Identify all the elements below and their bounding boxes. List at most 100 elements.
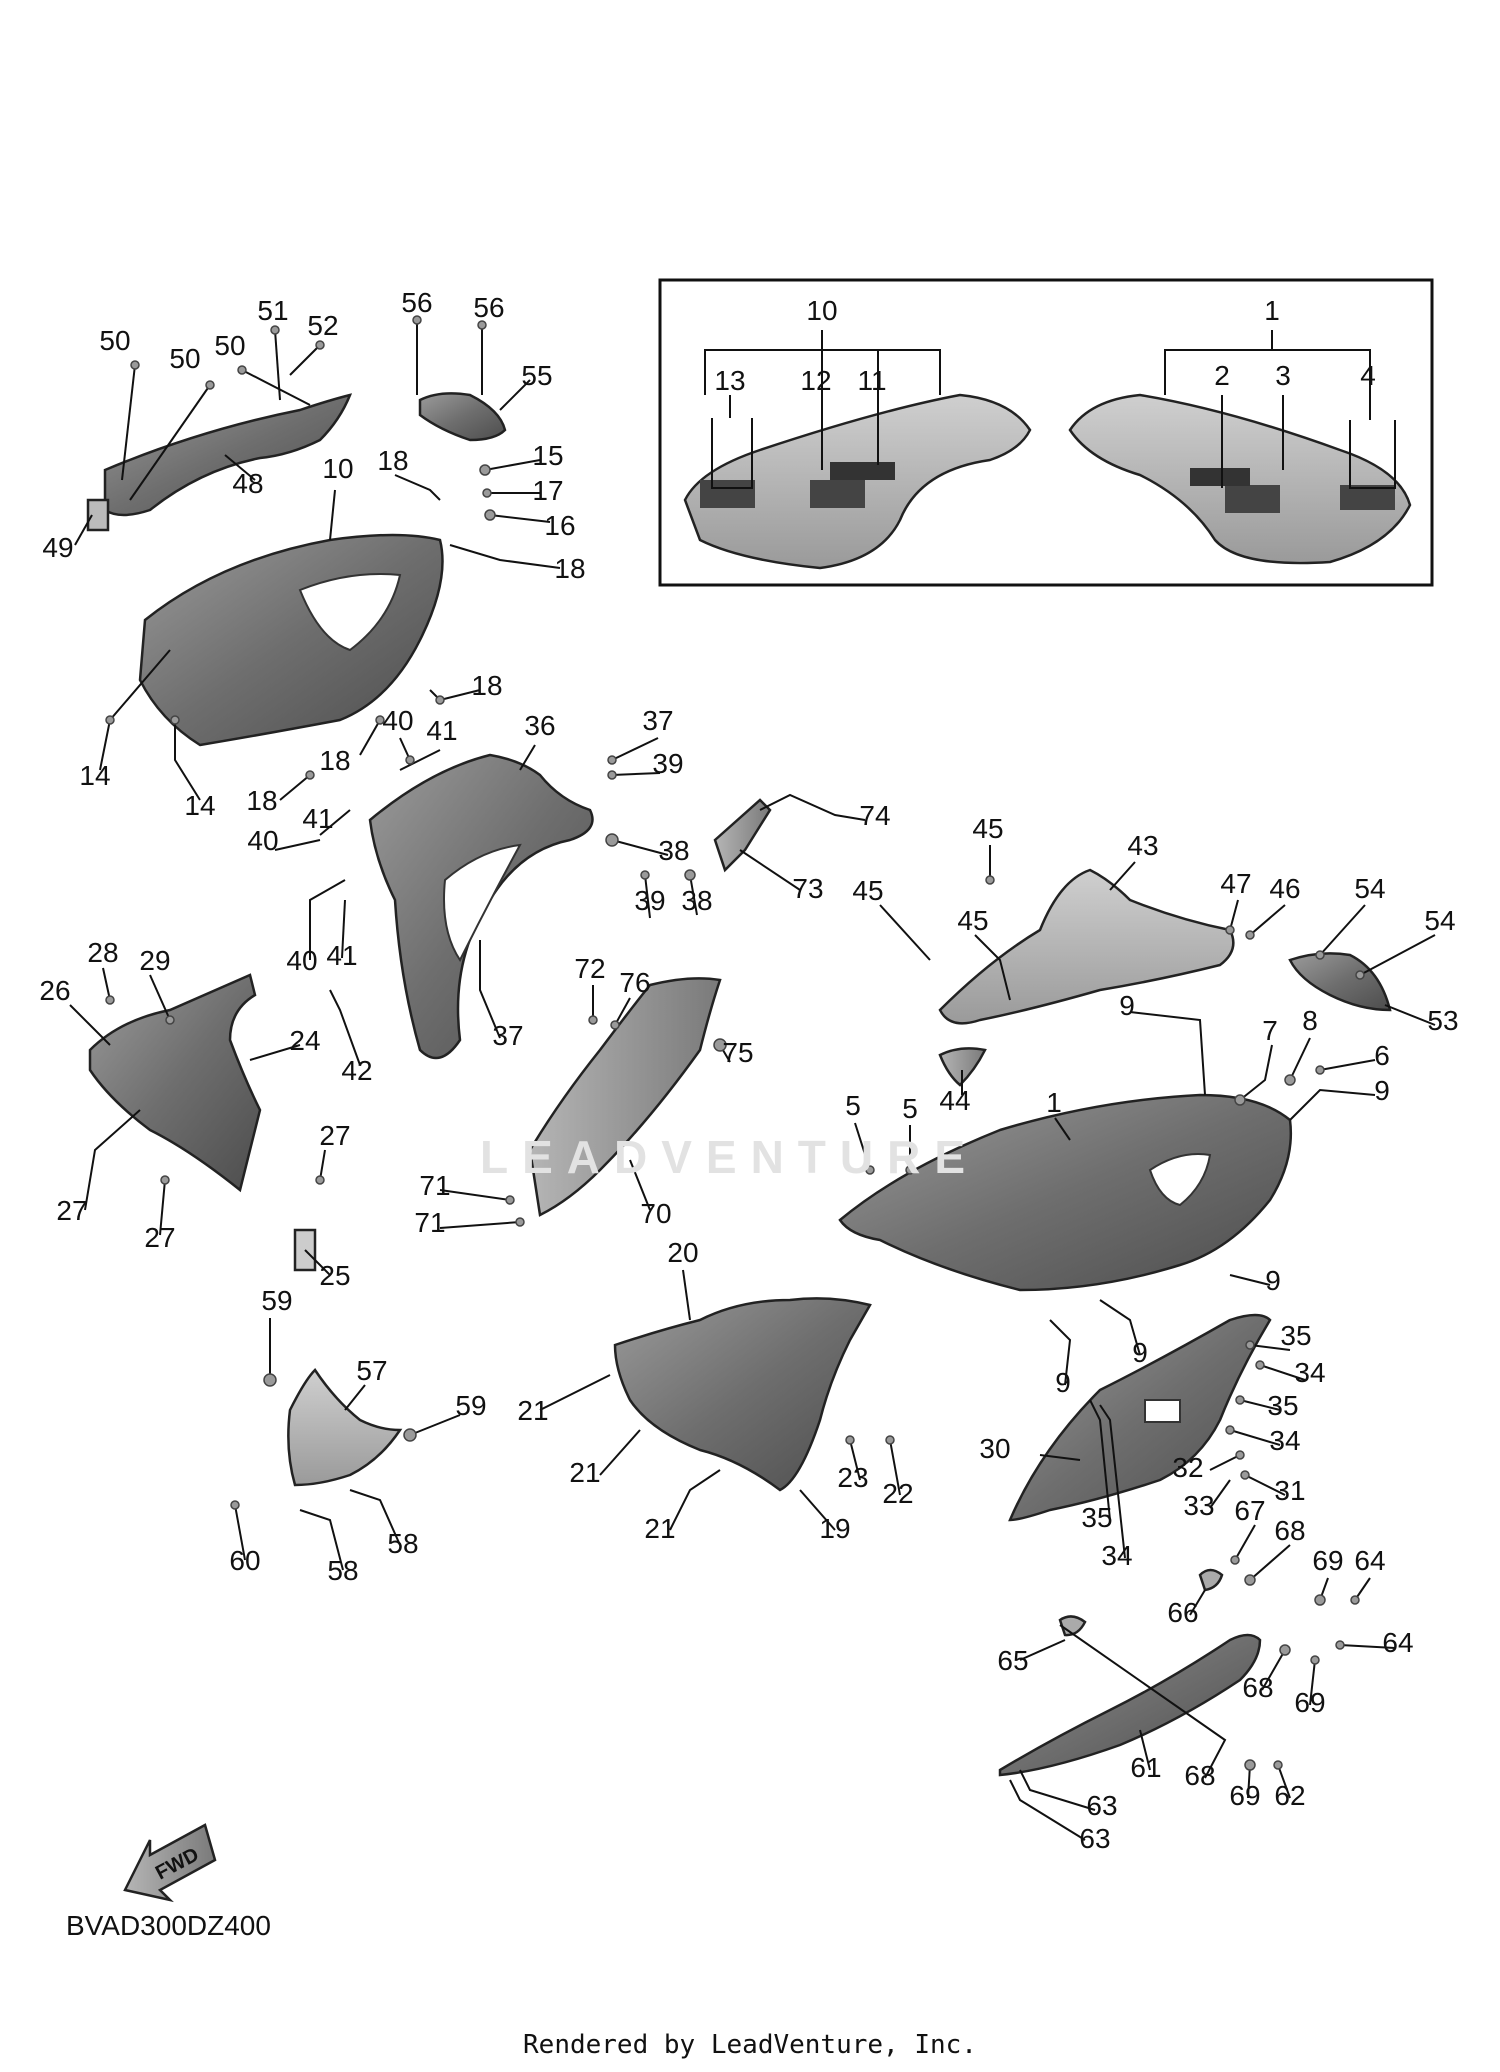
callout-18: 18 <box>246 785 277 816</box>
callout-16: 16 <box>544 510 575 541</box>
callout-74: 74 <box>859 800 890 831</box>
callout-41: 41 <box>326 940 357 971</box>
callout-21: 21 <box>644 1513 675 1544</box>
callout-49: 49 <box>42 532 73 563</box>
callout-9: 9 <box>1119 990 1135 1021</box>
inner-panel-48 <box>86 393 353 532</box>
lower-panel-61 <box>998 1568 1262 1777</box>
callout-75: 75 <box>722 1037 753 1068</box>
diagram-code: BVAD300DZ400 <box>66 1910 271 1941</box>
callout-14: 14 <box>79 760 110 791</box>
callout-44: 44 <box>939 1085 970 1116</box>
callout-56: 56 <box>401 287 432 318</box>
callout-48: 48 <box>232 468 263 499</box>
callout-1: 1 <box>1264 295 1280 326</box>
callout-62: 62 <box>1274 1780 1305 1811</box>
decal-bracket-lines <box>704 330 1396 489</box>
callout-34: 34 <box>1269 1425 1300 1456</box>
callout-28: 28 <box>87 937 118 968</box>
under-cover-19 <box>613 1297 872 1492</box>
callout-37: 37 <box>492 1020 523 1051</box>
decal-inset-frame <box>658 278 1434 587</box>
callout-1: 1 <box>1046 1087 1062 1118</box>
callout-26: 26 <box>39 975 70 1006</box>
callout-22: 22 <box>882 1478 913 1509</box>
callout-35: 35 <box>1267 1390 1298 1421</box>
footer-credit: Rendered by LeadVenture, Inc. <box>523 2030 977 2060</box>
callout-18: 18 <box>471 670 502 701</box>
callout-53: 53 <box>1427 1005 1458 1036</box>
callout-39: 39 <box>652 748 683 779</box>
callout-64: 64 <box>1382 1627 1413 1658</box>
callout-69: 69 <box>1294 1687 1325 1718</box>
callout-27: 27 <box>56 1195 87 1226</box>
decal-panel-right <box>1068 393 1412 565</box>
callout-52: 52 <box>307 310 338 341</box>
callout-13: 13 <box>714 365 745 396</box>
lower-cowl-30 <box>1008 1313 1272 1522</box>
callout-60: 60 <box>229 1545 260 1576</box>
callout-27: 27 <box>319 1120 350 1151</box>
callout-21: 21 <box>517 1395 548 1426</box>
callout-43: 43 <box>1127 830 1158 861</box>
callout-29: 29 <box>139 945 170 976</box>
callout-25: 25 <box>319 1260 350 1291</box>
callout-41: 41 <box>426 715 457 746</box>
callout-9: 9 <box>1265 1265 1281 1296</box>
callout-56: 56 <box>473 292 504 323</box>
watermark: LEADVENTURE <box>480 1131 980 1183</box>
callout-35: 35 <box>1081 1502 1112 1533</box>
callout-5: 5 <box>902 1093 918 1124</box>
callout-71: 71 <box>414 1207 445 1238</box>
callout-50: 50 <box>169 343 200 374</box>
callout-59: 59 <box>261 1285 292 1316</box>
callout-64: 64 <box>1354 1545 1385 1576</box>
callout-38: 38 <box>658 835 689 866</box>
cowl-10 <box>138 533 444 747</box>
callout-51: 51 <box>257 295 288 326</box>
callout-30: 30 <box>979 1433 1010 1464</box>
callout-21: 21 <box>569 1457 600 1488</box>
callout-58: 58 <box>387 1528 418 1559</box>
callout-24: 24 <box>289 1025 320 1056</box>
inner-panel-36 <box>368 753 594 1060</box>
callout-11: 11 <box>857 365 886 396</box>
callout-20: 20 <box>667 1237 698 1268</box>
callout-57: 57 <box>356 1355 387 1386</box>
callout-6: 6 <box>1374 1040 1390 1071</box>
callout-42: 42 <box>341 1055 372 1086</box>
callout-33: 33 <box>1183 1490 1214 1521</box>
callout-14: 14 <box>184 790 215 821</box>
callout-61: 61 <box>1130 1752 1161 1783</box>
callout-40: 40 <box>247 825 278 856</box>
side-cowl-1 <box>838 1093 1293 1292</box>
callout-46: 46 <box>1269 873 1300 904</box>
callout-63: 63 <box>1079 1823 1110 1854</box>
cowl-43 <box>938 868 1235 1025</box>
callout-9: 9 <box>1132 1337 1148 1368</box>
callout-67: 67 <box>1234 1495 1265 1526</box>
callout-3: 3 <box>1275 360 1291 391</box>
callout-68: 68 <box>1274 1515 1305 1546</box>
callout-63: 63 <box>1086 1790 1117 1821</box>
decal-panel-left <box>683 393 1032 570</box>
bracket-55 <box>418 392 507 442</box>
callout-37: 37 <box>642 705 673 736</box>
callout-34: 34 <box>1101 1540 1132 1571</box>
callout-27: 27 <box>144 1222 175 1253</box>
callout-68: 68 <box>1184 1760 1215 1791</box>
side-panel-24 <box>88 973 262 1193</box>
callout-66: 66 <box>1167 1597 1198 1628</box>
callout-45: 45 <box>972 813 1003 844</box>
callout-55: 55 <box>521 360 552 391</box>
callout-38: 38 <box>681 885 712 916</box>
callout-54: 54 <box>1424 905 1455 936</box>
callout-18: 18 <box>319 745 350 776</box>
part-53 <box>1288 952 1392 1012</box>
callout-12: 12 <box>800 365 831 396</box>
callout-72: 72 <box>574 953 605 984</box>
callout-35: 35 <box>1280 1320 1311 1351</box>
callout-8: 8 <box>1302 1005 1318 1036</box>
callout-39: 39 <box>634 885 665 916</box>
